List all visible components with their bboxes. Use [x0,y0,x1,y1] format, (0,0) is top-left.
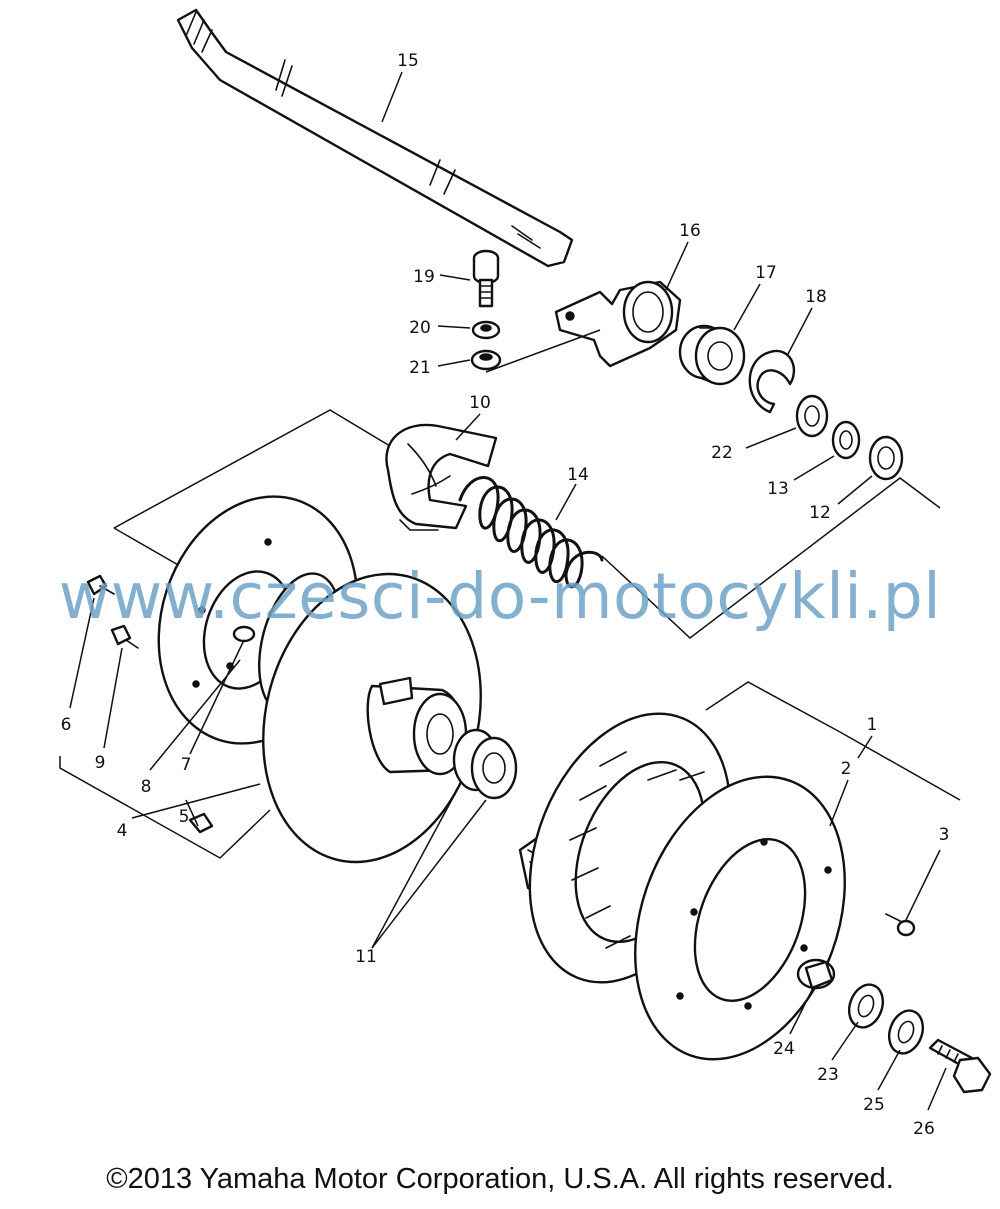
callout-5: 5 [179,807,190,827]
screw-part-3 [885,913,916,937]
callout-21: 21 [409,358,431,378]
cam-part-10 [385,423,498,531]
callout-25: 25 [863,1095,885,1115]
copyright-notice: ©2013 Yamaha Motor Corporation, U.S.A. A… [106,1163,894,1195]
washer-part-20 [471,320,501,340]
callout-20: 20 [409,318,431,338]
washer-part-21 [470,349,502,371]
callout-9: 9 [95,753,106,773]
assembly-outline-lines [59,329,961,859]
callout-17: 17 [755,263,777,283]
circlip-part-18 [748,349,796,414]
washer-part-12 [868,435,904,481]
callout-13: 13 [767,479,789,499]
callout-24: 24 [773,1039,795,1059]
bearing-part-17 [678,324,746,386]
bolt-part-26 [928,1038,992,1094]
callout-23: 23 [817,1065,839,1085]
spring-part-14 [458,476,604,589]
washer-part-25 [887,1009,925,1055]
bolt-part-19 [472,249,500,308]
collar-part-24 [796,958,836,990]
cover-plate-part-2 [634,775,846,1061]
callout-16: 16 [679,221,701,241]
callout-labels: 15 16 17 18 19 20 21 10 14 22 13 12 6 9 … [61,51,950,1139]
callout-11: 11 [355,947,377,967]
slider-part-7 [232,625,256,643]
callout-7: 7 [181,755,192,775]
callout-22: 22 [711,443,733,463]
callout-26: 26 [913,1119,935,1139]
callout-6: 6 [61,715,72,735]
washer-part-23 [847,983,885,1029]
slider-part-5 [188,812,214,834]
callout-12: 12 [809,503,831,523]
sheave-part-4 [258,572,482,864]
bushing-part-11 [452,728,518,800]
callout-15: 15 [397,51,419,71]
callout-4: 4 [117,821,128,841]
bracket-part-16 [554,280,682,368]
callout-2: 2 [841,759,852,779]
collar-part-13 [831,420,861,460]
washer-part-22 [795,394,829,438]
callout-1: 1 [867,715,878,735]
callout-19: 19 [413,267,435,287]
callout-8: 8 [141,777,152,797]
callout-10: 10 [469,393,491,413]
screw-part-6 [86,574,115,596]
callout-18: 18 [805,287,827,307]
callout-leader-lines [69,71,947,1111]
callout-14: 14 [567,465,589,485]
screw-part-9 [110,624,139,649]
shaft-part-15 [176,8,574,268]
callout-3: 3 [939,825,950,845]
